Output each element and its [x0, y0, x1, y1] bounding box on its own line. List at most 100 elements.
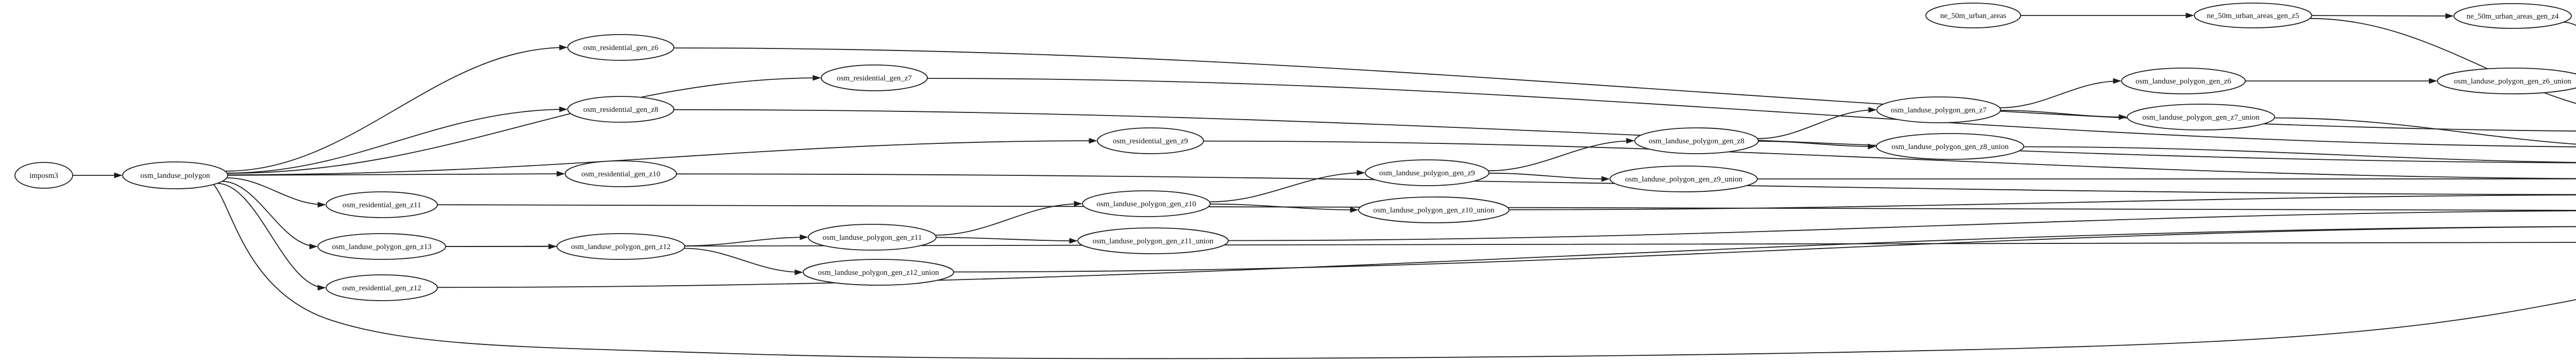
edge-osm_landuse_polygon-to-osm_residential_gen_z7 — [227, 75, 821, 174]
edge-osm_landuse_polygon_gen_z9-to-osm_landuse_polygon_gen_z8 — [1488, 138, 1635, 172]
node-osm_residential_gen_z11: osm_residential_gen_z11 — [326, 191, 438, 218]
node-label: ne_50m_urban_areas — [1940, 12, 2006, 20]
node-osm_landuse_polygon_gen_z10_union: osm_landuse_polygon_gen_z10_union — [1358, 196, 1510, 223]
node-osm_landuse_polygon_gen_z11: osm_landuse_polygon_gen_z11 — [808, 224, 937, 251]
edge-osm_landuse_polygon_gen_z11-to-osm_landuse_polygon_gen_z11_union — [936, 237, 1078, 244]
edge-osm_landuse_polygon-to-layer_landuse-z14+ — [213, 184, 2576, 359]
edge-osm_landuse_polygon_gen_z13-to-layer_landuse-z13 — [445, 241, 2576, 247]
node-osm_residential_gen_z12: osm_residential_gen_z12 — [326, 274, 438, 301]
edge-osm_landuse_polygon_gen_z12_union-to-layer_landuse-z12 — [953, 226, 2576, 273]
node-osm_landuse_polygon_gen_z8_union: osm_landuse_polygon_gen_z8_union — [1876, 133, 2024, 160]
node-ellipse — [122, 161, 228, 189]
edge-osm_landuse_polygon_gen_z7-to-osm_landuse_polygon_gen_z6 — [1999, 78, 2122, 108]
node-ellipse — [803, 259, 954, 286]
node-ellipse — [1082, 190, 1211, 217]
node-ellipse — [808, 224, 937, 251]
node-ellipse — [1634, 127, 1759, 154]
node-osm_landuse_polygon_gen_z11_union: osm_landuse_polygon_gen_z11_union — [1077, 227, 1229, 254]
node-osm_landuse_polygon_gen_z8: osm_landuse_polygon_gen_z8 — [1634, 127, 1759, 154]
node-ellipse — [1609, 166, 1758, 192]
node-ellipse — [2437, 68, 2576, 94]
node-label: osm_landuse_polygon — [141, 172, 210, 180]
node-label: osm_residential_gen_z12 — [342, 284, 421, 292]
edge-osm_landuse_polygon_gen_z10-to-osm_landuse_polygon_gen_z9 — [1209, 170, 1365, 203]
node-osm_landuse_polygon_gen_z12: osm_landuse_polygon_gen_z12 — [556, 233, 685, 260]
node-osm_residential_gen_z9: osm_residential_gen_z9 — [1097, 127, 1204, 154]
node-ellipse — [1077, 227, 1229, 254]
node-ellipse — [2127, 104, 2275, 130]
node-ellipse — [1358, 196, 1510, 223]
node-ne_50m_urban_areas_gen_z4: ne_50m_urban_areas_gen_z4 — [2453, 3, 2572, 29]
node-label: osm_landuse_polygon_gen_z12_union — [818, 269, 939, 277]
edge-osm_landuse_polygon_gen_z12-to-osm_landuse_polygon_gen_z12_union — [684, 248, 803, 275]
node-label: osm_landuse_polygon_gen_z10 — [1096, 200, 1196, 208]
node-ellipse — [2194, 3, 2312, 28]
node-osm_landuse_polygon_gen_z9: osm_landuse_polygon_gen_z9 — [1365, 159, 1489, 186]
node-osm_landuse_polygon: osm_landuse_polygon — [122, 161, 228, 189]
node-label: ne_50m_urban_areas_gen_z4 — [2466, 12, 2559, 21]
node-ellipse — [326, 274, 438, 301]
node-label: osm_landuse_polygon_gen_z8_union — [1891, 143, 2009, 151]
node-label: imposm3 — [29, 172, 58, 180]
node-ellipse — [1097, 127, 1204, 154]
nodes-layer: imposm3 osm_landuse_polygon osm_residentia… — [14, 3, 2576, 301]
edge-osm_landuse_polygon_gen_z8-to-osm_landuse_polygon_gen_z7 — [1757, 107, 1877, 139]
node-ellipse — [1876, 96, 2001, 123]
node-label: osm_residential_gen_z11 — [343, 201, 421, 209]
edge-osm_landuse_polygon_gen_z8-to-osm_landuse_polygon_gen_z8_union — [1758, 140, 1876, 150]
edges-layer — [73, 12, 2576, 359]
node-label: osm_landuse_polygon_gen_z11_union — [1093, 237, 1214, 245]
node-osm_landuse_polygon_gen_z10: osm_landuse_polygon_gen_z10 — [1082, 190, 1211, 217]
node-ellipse — [14, 162, 73, 189]
node-ellipse — [317, 233, 446, 260]
edge-osm_landuse_polygon-to-osm_residential_gen_z11 — [227, 177, 326, 208]
node-osm_residential_gen_z6: osm_residential_gen_z6 — [567, 34, 674, 61]
node-ellipse — [556, 233, 685, 260]
node-label: osm_residential_gen_z10 — [581, 170, 660, 178]
node-label: osm_residential_gen_z9 — [1113, 137, 1188, 145]
node-osm_landuse_polygon_gen_z12_union: osm_landuse_polygon_gen_z12_union — [803, 259, 954, 286]
node-ellipse — [326, 191, 438, 218]
node-label: osm_landuse_polygon_gen_z8 — [1649, 137, 1744, 145]
node-label: ne_50m_urban_areas_gen_z5 — [2207, 12, 2299, 20]
edge-ne_50m_urban_areas_gen_z5-to-ne_50m_urban_areas_gen_z4 — [2311, 13, 2454, 19]
node-label: osm_landuse_polygon_gen_z12 — [571, 243, 670, 251]
node-label: osm_landuse_polygon_gen_z11 — [823, 234, 922, 242]
edge-osm_landuse_polygon_gen_z8_union-to-layer_landuse-z8 — [2023, 146, 2576, 163]
edge-osm_landuse_polygon-to-osm_residential_gen_z8 — [227, 106, 568, 174]
node-osm_landuse_polygon_gen_z7: osm_landuse_polygon_gen_z7 — [1876, 96, 2001, 123]
node-osm_residential_gen_z10: osm_residential_gen_z10 — [565, 160, 677, 187]
node-label: osm_landuse_polygon_gen_z6_union — [2454, 77, 2571, 86]
node-ellipse — [565, 160, 677, 187]
edge-osm_landuse_polygon_gen_z10_union-to-layer_landuse-z10 — [1509, 194, 2576, 210]
node-osm_landuse_polygon_gen_z6_union: osm_landuse_polygon_gen_z6_union — [2437, 68, 2576, 94]
node-label: osm_landuse_polygon_gen_z9 — [1379, 169, 1475, 177]
node-osm_landuse_polygon_gen_z6: osm_landuse_polygon_gen_z6 — [2121, 68, 2246, 94]
edge-osm_landuse_polygon-to-osm_residential_gen_z12 — [217, 183, 326, 291]
edge-osm_landuse_polygon-to-osm_residential_gen_z10 — [227, 171, 565, 177]
node-ne_50m_urban_areas_gen_z5: ne_50m_urban_areas_gen_z5 — [2194, 3, 2312, 28]
node-ellipse — [1365, 159, 1489, 186]
edge-osm_residential_gen_z7-to-layer_landuse-z7 — [927, 78, 2576, 147]
node-label: osm_landuse_polygon_gen_z10_union — [1374, 206, 1495, 215]
edge-osm_residential_gen_z6-to-layer_landuse-z6 — [673, 47, 2576, 132]
node-label: osm_landuse_polygon_gen_z6 — [2136, 77, 2231, 86]
node-ellipse — [567, 96, 674, 123]
node-ellipse — [1876, 133, 2024, 160]
node-ellipse — [2453, 3, 2572, 29]
edge-osm_landuse_polygon_gen_z12-to-osm_landuse_polygon_gen_z11 — [684, 234, 808, 246]
edge-ne_50m_urban_areas_gen_z5-to-layer_landuse-z5 — [2310, 18, 2576, 104]
edge-osm_landuse_polygon_gen_z11-to-osm_landuse_polygon_gen_z10 — [935, 201, 1082, 236]
node-ellipse — [2121, 68, 2246, 94]
node-label: osm_residential_gen_z8 — [583, 106, 658, 114]
node-ellipse — [567, 34, 674, 61]
node-osm_landuse_polygon_gen_z13: osm_landuse_polygon_gen_z13 — [317, 233, 446, 260]
node-imposm3: imposm3 — [14, 162, 73, 189]
edge-osm_landuse_polygon_gen_z11_union-to-layer_landuse-z11 — [1228, 210, 2576, 241]
node-label: osm_landuse_polygon_gen_z9_union — [1625, 175, 1742, 184]
edge-osm_residential_gen_z12-to-layer_landuse-z12 — [437, 226, 2576, 288]
node-label: osm_residential_gen_z7 — [837, 74, 912, 83]
node-label: osm_landuse_polygon_gen_z7 — [1891, 106, 1987, 114]
